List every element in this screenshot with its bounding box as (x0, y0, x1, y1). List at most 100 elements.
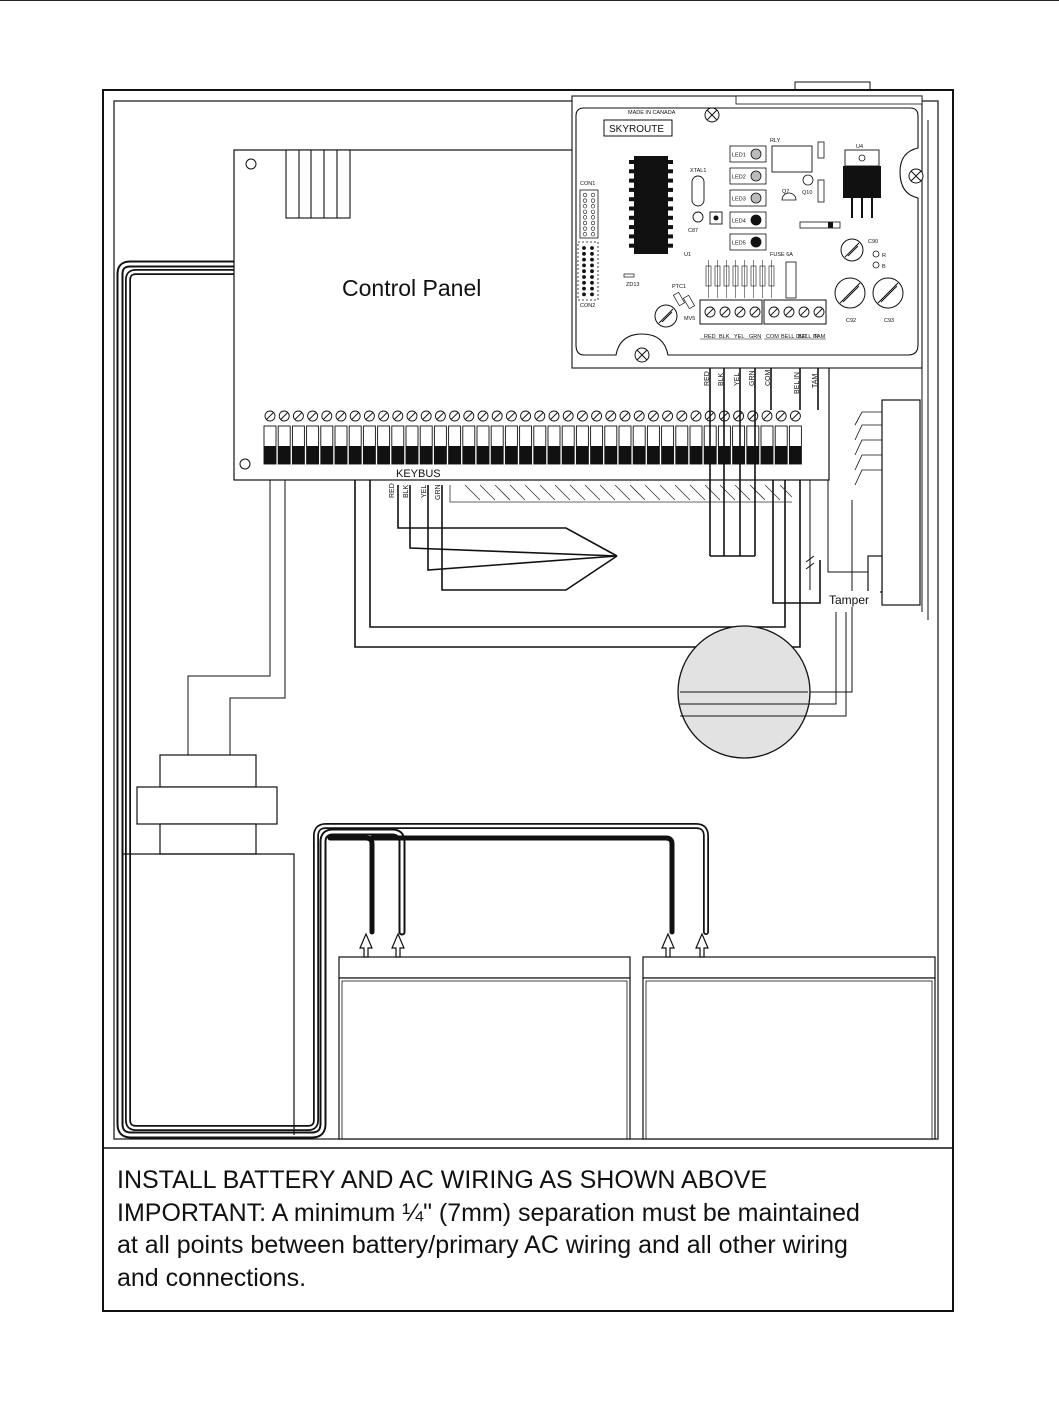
led-label: LED5 (732, 241, 746, 247)
con2-pin (582, 275, 586, 279)
mv5-label: MV5 (684, 316, 695, 322)
out-wire-blk: BLK (718, 372, 725, 386)
terminal-screw-slot (393, 412, 402, 420)
u1-pin (629, 243, 634, 248)
u4-label: U4 (856, 144, 863, 150)
con2-pin (590, 292, 594, 297)
con2-pin (582, 286, 586, 291)
module-screw-terminals (704, 306, 825, 318)
control-panel-label: Control Panel (342, 275, 481, 301)
con1-pin (590, 198, 596, 203)
terminal-fill (335, 446, 347, 464)
u1-pin (668, 160, 673, 164)
terminal-fill (732, 446, 745, 464)
diode-band (828, 222, 833, 228)
caption-line-2: IMPORTANT: A minimum ¼" (7mm) separation… (117, 1198, 860, 1227)
terminal-screw-slot (365, 412, 374, 420)
out-wire-yel: YEL (734, 373, 741, 386)
terminal-fill (306, 446, 319, 464)
u1-chip (634, 156, 668, 254)
battery-right (642, 956, 936, 1140)
r-label: R (882, 253, 886, 259)
crystal (691, 175, 705, 207)
con1-pins (582, 192, 596, 237)
module-screw-slot (706, 308, 714, 316)
terminal-screw-slot (422, 412, 431, 420)
ptc1 (672, 291, 686, 307)
terminal-screw-slot (578, 412, 587, 420)
terminal-fill (264, 446, 276, 464)
caption-line-1: INSTALL BATTERY AND AC WIRING AS SHOWN A… (117, 1166, 768, 1194)
led-r (872, 250, 880, 258)
tamper-label: Tamper (829, 593, 869, 607)
led-5 (750, 236, 762, 248)
c93-label: C93 (884, 318, 894, 324)
resistor-bank (705, 260, 775, 298)
con1-label: CON1 (580, 181, 595, 187)
led-1 (750, 148, 762, 160)
terminal-screw-slot (734, 412, 743, 420)
con1-pin (590, 220, 596, 226)
terminal-fill (562, 446, 575, 464)
terminal-screw-slot (677, 412, 686, 420)
con2-pin (582, 257, 586, 262)
terminal-screw-slot (337, 412, 345, 420)
u1-pin (668, 178, 673, 183)
knockout-wires (680, 691, 808, 717)
top-rule (0, 0, 1059, 1)
con2-pin (582, 280, 586, 285)
battery-left (338, 956, 631, 1140)
con2-pin (590, 286, 594, 291)
terminal-screw-slot (294, 412, 303, 420)
battery-terminals (359, 932, 709, 958)
con2-pin (590, 251, 594, 256)
con2 (577, 241, 599, 301)
con1-pin (590, 226, 596, 231)
mod-term-blk: BLK (719, 334, 730, 340)
u4-leads (851, 198, 873, 218)
button-dot (713, 215, 719, 221)
terminal-screw-slot (791, 412, 800, 420)
made-in-canada: MADE IN CANADA (628, 110, 676, 116)
led-label: LED1 (732, 153, 746, 159)
con1-pin (582, 198, 588, 203)
con2-pin (590, 263, 594, 268)
terminal-screw-slot (379, 412, 388, 420)
zone-wire-comb (449, 484, 793, 503)
terminal-screw-slot (351, 412, 360, 420)
mod-term-grn: GRN (749, 334, 761, 340)
con2-pin (582, 246, 586, 250)
module-output-wires (709, 340, 819, 557)
mod-term-tam: TAM (814, 334, 826, 340)
con2-pin (590, 257, 594, 262)
caption-line-4: and connections. (117, 1263, 307, 1292)
con1 (579, 189, 599, 239)
u4-hole (858, 154, 866, 162)
ac-battery-wiring (116, 260, 709, 1139)
module-screw-slot (785, 308, 793, 316)
terminal-fill (576, 446, 589, 464)
keybus-wire-grn: GRN (435, 484, 442, 500)
u1-pin (668, 225, 673, 230)
q7 (781, 192, 797, 201)
terminal-fill (477, 446, 489, 464)
u1-pin (629, 215, 634, 220)
terminal-fill (675, 446, 688, 464)
terminal-fill (420, 446, 433, 464)
terminal-screw-slot (521, 412, 530, 420)
brand-box (603, 119, 673, 137)
capacitors (654, 238, 904, 328)
module-screw-slot (800, 308, 808, 316)
c90-label: C90 (868, 239, 878, 245)
mod-term-bell-out: BELL OUT (781, 334, 808, 340)
skyroute-module: MADE IN CANADA SKYROUTE CON1 CON2 U1 XTA… (571, 95, 924, 369)
keybus-wire-yel: YEL (421, 485, 428, 498)
con2-label: CON2 (580, 303, 595, 309)
tamper-label-bg (826, 591, 880, 607)
led-3 (750, 192, 762, 204)
u1-pin (668, 234, 673, 239)
fuse-label: FUSE 6A (770, 252, 793, 258)
u1-pin (629, 169, 634, 174)
terminal-fill (391, 446, 404, 464)
